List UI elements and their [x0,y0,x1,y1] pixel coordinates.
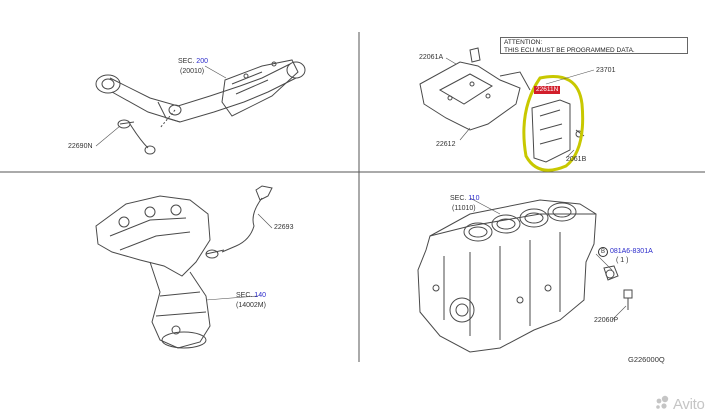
part-2061b-label: 2061B [566,156,587,163]
attention-message: THIS ECU MUST BE PROGRAMMED DATA. [504,46,635,54]
part-22693-label: 22693 [274,224,294,231]
bolt-spec-label: B 081A6-8301A [598,247,653,257]
highlight-ellipse-marker [522,75,585,172]
sec-140-ref-label: (14002M) [236,302,266,309]
attention-note-box: ATTENTION: THIS ECU MUST BE PROGRAMMED D… [500,37,688,54]
quadrant-dividers [0,32,705,362]
front-exhaust-pipe-drawing [95,59,306,155]
highlighted-part-22611n-label: 22611N [534,86,561,94]
engine-block-drawing [417,199,633,353]
bolt-quantity-label: ( 1 ) [616,257,629,264]
bolt-part-code: 081A6-8301A [609,248,653,255]
attention-title: ATTENTION: [504,39,543,46]
part-22612-label: 22612 [436,141,456,148]
sec-200-number: 200 [196,58,208,65]
part-22061a-label: 22061A [419,54,444,61]
part-22060p-label: 22060P [594,317,619,324]
leader-lines [95,57,627,321]
part-23701-label: 23701 [596,67,616,74]
part-22690n-label: 22690N [68,143,93,150]
avito-watermark: Avito [654,395,705,415]
bolt-circle-marker: B [598,247,608,257]
diagram-code: G226000Q [628,355,665,364]
sec-140-label: SEC. 140 [236,292,266,299]
avito-logo-icon [654,395,670,415]
exhaust-manifold-drawing [95,185,273,349]
sec-110-label: SEC. 110 [450,195,480,202]
sec-200-ref-label: (20010) [180,68,205,75]
avito-watermark-text: Avito [673,395,705,413]
sec-140-number: 140 [254,292,266,299]
sec-200-label: SEC. 200 [178,58,208,65]
sec-110-number: 110 [468,195,480,202]
ecu-bracket-drawing [419,47,585,163]
sec-110-ref-label: (11010) [452,205,476,212]
